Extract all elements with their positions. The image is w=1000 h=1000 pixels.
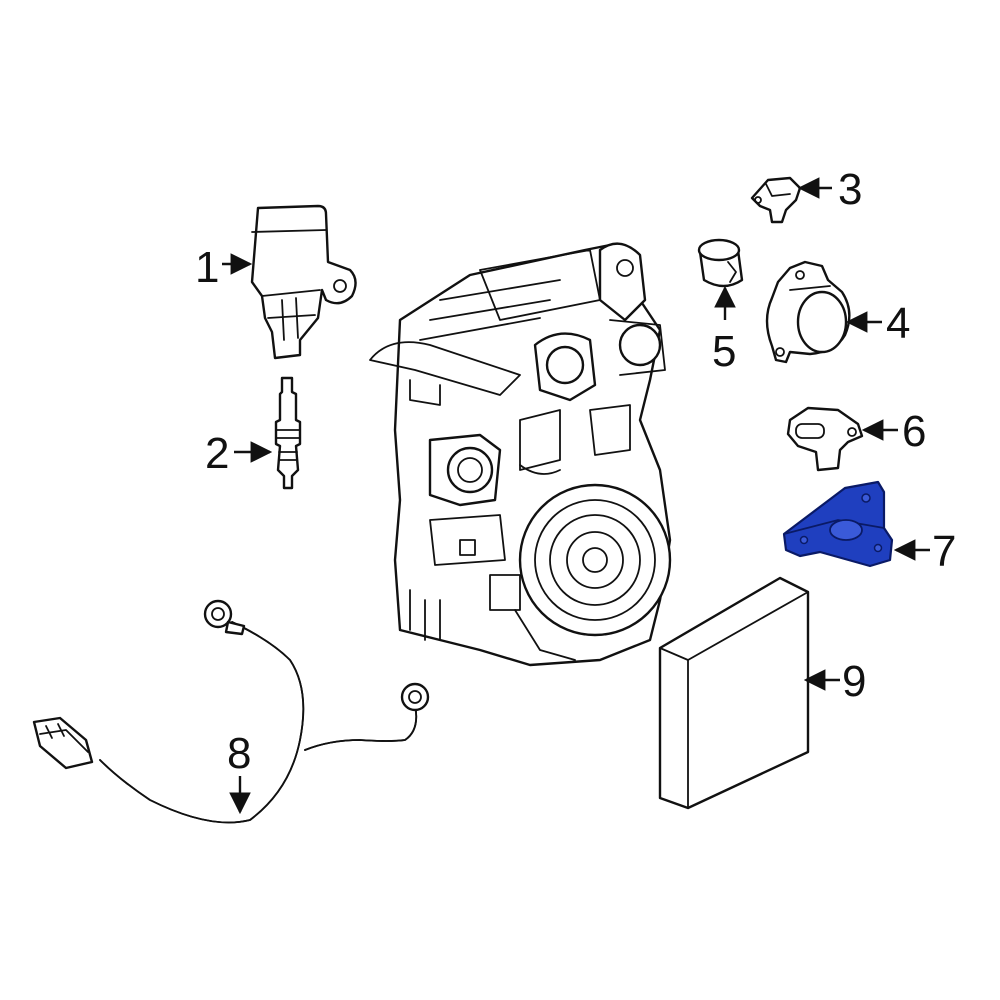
callout-label-6: 6 [902, 407, 926, 456]
callout-1: 1 [195, 243, 253, 292]
callout-label-7: 7 [932, 527, 956, 576]
crank-position-sensor[interactable] [786, 406, 864, 472]
callout-9: 9 [803, 657, 866, 706]
callout-label-3: 3 [838, 165, 862, 214]
throttle-body[interactable] [765, 260, 851, 364]
ignition-coil[interactable] [250, 204, 357, 360]
callout-6: 6 [861, 407, 926, 456]
callout-5: 5 [712, 285, 736, 376]
engine-block [369, 242, 672, 667]
callout-label-9: 9 [842, 657, 866, 706]
engine-control-module[interactable] [658, 576, 810, 810]
callout-label-1: 1 [195, 243, 219, 292]
knock-sensor-harness[interactable] [32, 599, 430, 824]
callout-8: 8 [227, 729, 251, 815]
spark-plug[interactable] [274, 376, 302, 490]
callout-label-5: 5 [712, 327, 736, 376]
callout-label-4: 4 [886, 299, 910, 348]
sensor-bracket[interactable] [782, 480, 894, 568]
callout-label-2: 2 [205, 429, 229, 478]
callout-label-8: 8 [227, 729, 251, 778]
camshaft-sensor[interactable] [750, 176, 802, 224]
callout-7: 7 [893, 527, 956, 576]
callout-3: 3 [797, 165, 862, 214]
callout-4: 4 [845, 299, 910, 348]
sensor-cap[interactable] [697, 238, 744, 288]
callout-2: 2 [205, 429, 273, 478]
